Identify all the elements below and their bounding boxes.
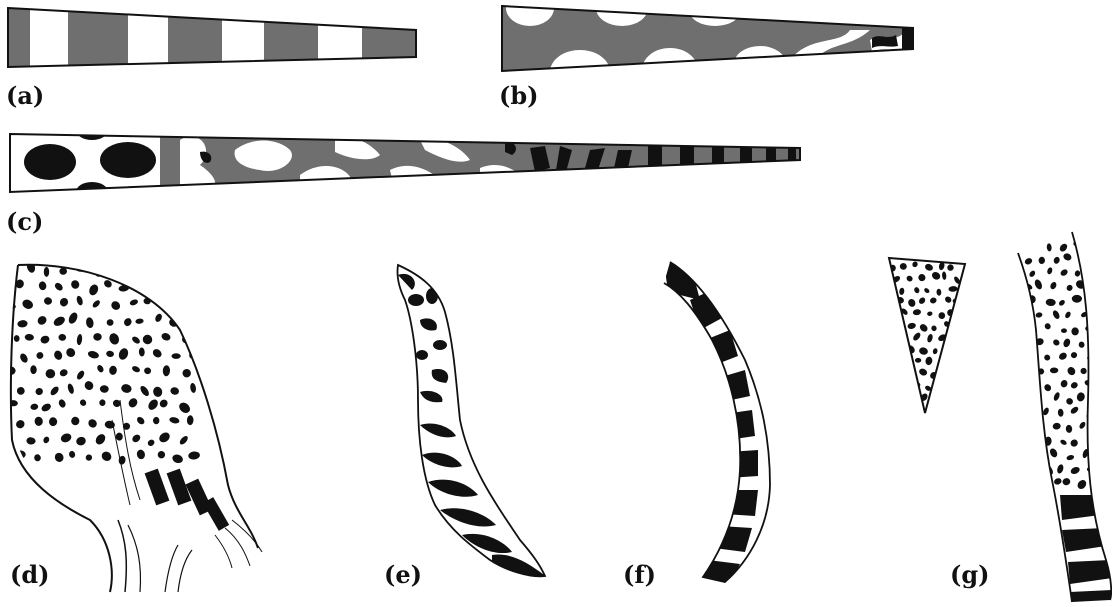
pattern-spot — [940, 392, 950, 399]
pattern-spot — [892, 343, 901, 352]
pattern-spot — [1023, 338, 1029, 344]
pattern-spot — [1024, 475, 1034, 485]
pattern-spot — [900, 335, 906, 343]
pattern-spot — [1040, 479, 1047, 488]
pattern-spot — [1015, 381, 1024, 390]
panel-b-spotted-taper — [500, 0, 915, 94]
pattern-spot — [1088, 295, 1096, 303]
pattern-spot — [944, 371, 952, 380]
pattern-spot — [112, 264, 123, 273]
pattern-spot — [900, 356, 909, 365]
panel-label-g: (g) — [950, 563, 990, 587]
pattern-spot — [1072, 295, 1082, 303]
panel-c-spot-to-stripe-taper — [10, 120, 810, 202]
panel-d-spotted-rump-tail — [0, 250, 270, 600]
panel-label-f: (f) — [623, 563, 656, 587]
pattern-spot — [143, 263, 154, 274]
pattern-spot — [1022, 421, 1028, 429]
pattern-spot — [901, 383, 908, 390]
panel-a-striped-taper — [8, 0, 418, 80]
pattern-spot — [1016, 326, 1026, 333]
pattern-spot — [172, 353, 181, 359]
pattern-spot — [1017, 296, 1025, 303]
pattern-spot — [126, 265, 136, 275]
panel-e-curved-tail — [390, 260, 550, 585]
pattern-spot — [1015, 436, 1025, 448]
pattern-spot — [188, 319, 196, 328]
pattern-spot — [1027, 413, 1035, 420]
pattern-spot — [162, 299, 172, 309]
pattern-spot — [892, 369, 901, 376]
pattern-spot — [1071, 327, 1078, 335]
pattern-spot — [946, 354, 957, 365]
pattern-spot — [1024, 397, 1035, 404]
pattern-spot — [184, 283, 197, 294]
pattern-spot — [165, 265, 175, 275]
pattern-spot — [954, 321, 964, 328]
pattern-spot — [182, 267, 189, 275]
pattern-spot — [1086, 243, 1094, 252]
pattern-spot — [1027, 437, 1036, 448]
panel-label-e: (e) — [384, 563, 422, 587]
pattern-spot — [953, 395, 959, 403]
pattern-spot — [893, 323, 901, 331]
pattern-spot — [955, 369, 964, 378]
pattern-spot — [1012, 237, 1024, 249]
pattern-spot — [952, 346, 960, 354]
pattern-spot — [934, 381, 942, 388]
pattern-spot — [167, 285, 179, 292]
pattern-spot — [907, 370, 916, 379]
pattern-spot — [1031, 464, 1040, 471]
pattern-spot — [1022, 366, 1031, 375]
panel-label-d: (d) — [10, 563, 50, 587]
pattern-spot — [890, 360, 897, 367]
panel-g-cone-and-long-tail — [886, 232, 1112, 603]
pattern-spot — [1085, 271, 1093, 279]
pattern-spot — [889, 312, 897, 320]
pattern-spot — [157, 281, 166, 293]
pattern-spot — [1015, 465, 1020, 474]
panel-label-b: (b) — [499, 84, 539, 108]
pattern-spot — [44, 267, 49, 277]
pattern-spot — [894, 396, 903, 404]
pattern-spot — [888, 380, 896, 388]
pattern-spot — [886, 286, 895, 295]
pattern-spot — [1037, 449, 1047, 459]
pattern-spot — [931, 395, 939, 402]
pattern-spot — [1021, 308, 1028, 319]
pattern-spot — [1016, 410, 1024, 419]
pattern-spot — [1022, 452, 1031, 462]
pattern-spot — [950, 383, 958, 389]
pattern-spot — [905, 395, 913, 402]
panel-label-c: (c) — [6, 210, 43, 234]
pattern-spot — [1029, 383, 1036, 391]
pattern-spot — [1013, 350, 1026, 362]
pattern-spot — [1028, 349, 1038, 361]
panel-f-ringed-tail — [655, 255, 785, 590]
pattern-spot — [178, 298, 189, 309]
pattern-spot — [887, 334, 893, 340]
pattern-spot — [1088, 435, 1096, 444]
panel-label-a: (a) — [6, 84, 44, 108]
